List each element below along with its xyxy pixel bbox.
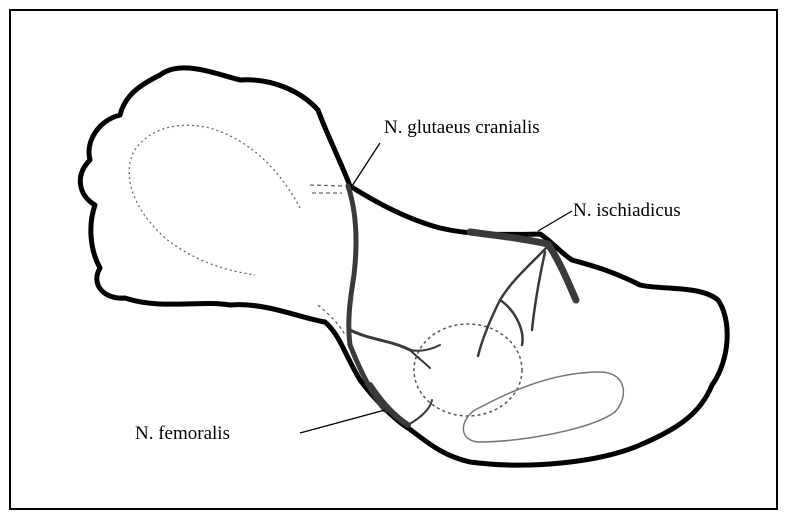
nerve-femoralis <box>370 385 408 425</box>
leader-ischiadicus <box>538 211 572 231</box>
label-glutaeus-cranialis: N. glutaeus cranialis <box>384 118 540 137</box>
dashed-segment-upper <box>310 185 345 193</box>
nerve-main-trunk <box>348 186 385 410</box>
nerve-ischiadicus-branches <box>478 246 548 356</box>
acetabulum-outline <box>414 324 522 416</box>
iliac-wing-contour <box>129 125 300 275</box>
label-ischiadicus: N. ischiadicus <box>573 201 681 220</box>
leader-glutaeus-cranialis <box>352 143 380 186</box>
obturator-foramen-outline <box>463 372 623 442</box>
nerve-ischiadicus <box>470 232 576 300</box>
nerve-femoralis-branch <box>408 400 432 425</box>
label-femoralis: N. femoralis <box>135 424 230 443</box>
leader-femoralis <box>300 410 385 433</box>
nerve-glutaeus-cranialis-branch <box>350 330 410 350</box>
